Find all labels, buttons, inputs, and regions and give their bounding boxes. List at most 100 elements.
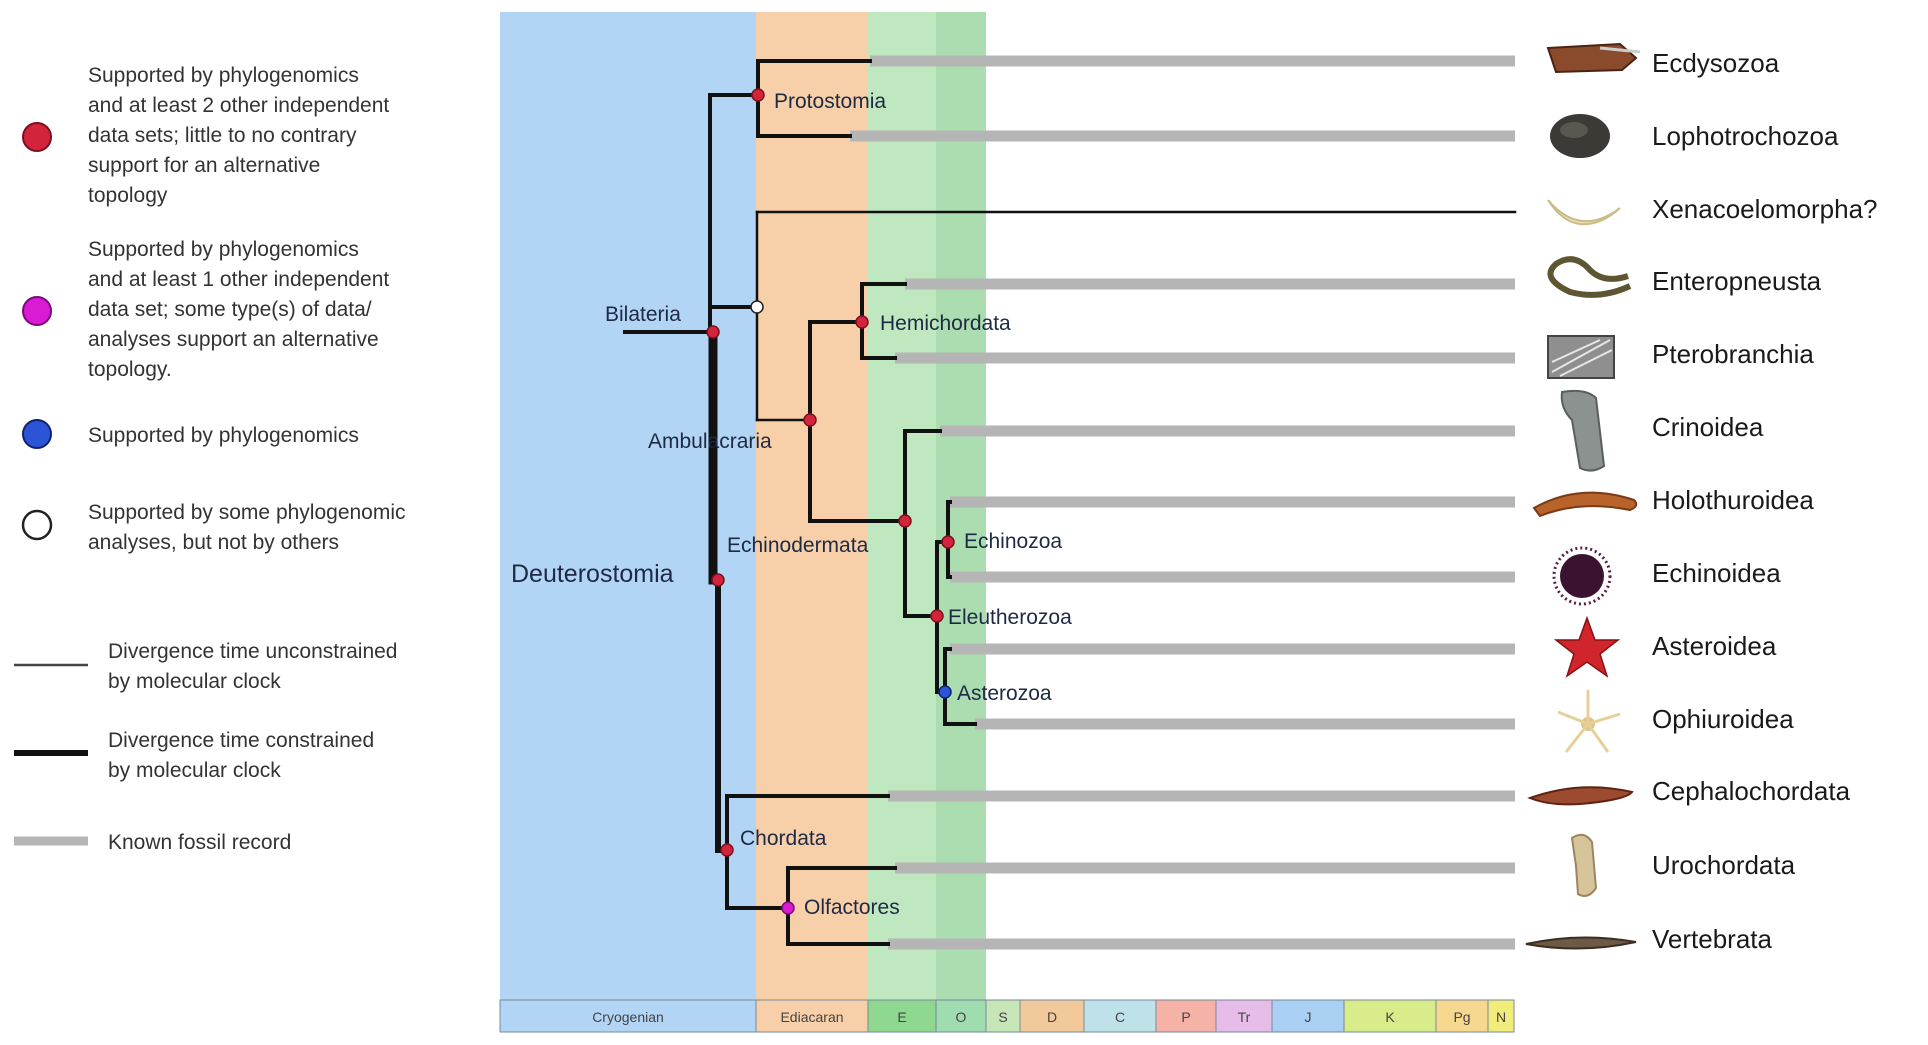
asteroidea-icon	[1553, 615, 1621, 678]
xenacoelomorpha-icon	[1547, 199, 1621, 226]
period-backgrounds	[500, 12, 986, 1002]
svg-text:E: E	[897, 1009, 906, 1025]
timescale-cell	[867, 999, 937, 1033]
taxon-icons	[1525, 42, 1641, 950]
svg-text:Cephalochordata: Cephalochordata	[1652, 776, 1851, 806]
timescale-label: Cryogenian	[592, 1009, 664, 1025]
timescale-cell	[1487, 999, 1515, 1033]
legend-text-line: Supported by some phylogenomic	[88, 501, 406, 524]
timescale-cell	[1215, 999, 1273, 1033]
svg-text:and at least 2 other independe: and at least 2 other independent	[88, 94, 389, 117]
svg-text:Bilateria: Bilateria	[605, 303, 681, 326]
svg-text:Crinoidea: Crinoidea	[1652, 412, 1764, 442]
svg-text:Ediacaran: Ediacaran	[780, 1009, 843, 1025]
legend-item-thin-line: Divergence time unconstrained by molecul…	[14, 640, 398, 693]
clade-labels: Protostomia Bilateria Hemichordata Ambul…	[511, 90, 1072, 919]
timescale-label: N	[1496, 1009, 1506, 1025]
clade-label-echinozoa: Echinozoa	[964, 530, 1062, 553]
legend-text-line: Supported by phylogenomics	[88, 64, 359, 87]
svg-text:Ambulacraria: Ambulacraria	[648, 430, 772, 453]
svg-text:D: D	[1047, 1009, 1057, 1025]
svg-text:N: N	[1496, 1009, 1506, 1025]
tree-branches	[623, 59, 1517, 946]
legend-item-magenta: Supported by phylogenomics and at least …	[22, 238, 389, 381]
svg-text:Known fossil record: Known fossil record	[108, 831, 291, 854]
taxon-label: Asteroidea	[1652, 631, 1777, 661]
ophiuroidea-icon	[1557, 690, 1621, 753]
timescale-cell	[755, 999, 869, 1033]
svg-text:P: P	[1181, 1009, 1190, 1025]
magenta-node-icon	[22, 296, 52, 326]
blue-node-icon	[938, 685, 952, 699]
timescale-label: O	[956, 1009, 967, 1025]
svg-text:topology.: topology.	[88, 358, 172, 381]
legend-item-fossil-line: Known fossil record	[14, 831, 291, 854]
svg-text:Asterozoa: Asterozoa	[957, 682, 1052, 705]
legend-text-line: topology	[88, 184, 168, 207]
enteropneusta-icon	[1547, 256, 1632, 298]
svg-text:Divergence time unconstrained: Divergence time unconstrained	[108, 640, 398, 663]
svg-text:analyses, but not by others: analyses, but not by others	[88, 531, 339, 554]
timescale-label: Ediacaran	[780, 1009, 843, 1025]
white-node-icon	[750, 300, 764, 314]
svg-text:C: C	[1115, 1009, 1125, 1025]
legend-text-line: Divergence time unconstrained	[108, 640, 398, 663]
legend-text-line: by molecular clock	[108, 759, 281, 782]
taxon-label: Cephalochordata	[1652, 776, 1851, 806]
timescale-label: E	[897, 1009, 906, 1025]
svg-text:by molecular clock: by molecular clock	[108, 670, 281, 693]
taxon-label: Urochordata	[1652, 850, 1796, 880]
svg-text:Echinozoa: Echinozoa	[964, 530, 1062, 553]
legend-item-red: Supported by phylogenomics and at least …	[22, 64, 389, 207]
svg-text:Cryogenian: Cryogenian	[592, 1009, 664, 1025]
taxon-label: Echinoidea	[1652, 558, 1781, 588]
echinoidea-icon	[1552, 546, 1612, 606]
legend-text-line: data set; some type(s) of data/	[88, 298, 372, 321]
legend-text-line: and at least 2 other independent	[88, 94, 389, 117]
svg-text:Chordata: Chordata	[740, 827, 827, 850]
taxon-label: Pterobranchia	[1652, 339, 1814, 369]
timescale-cell	[499, 999, 757, 1033]
legend-text-line: analyses, but not by others	[88, 531, 339, 554]
pterobranchia-icon	[1547, 335, 1615, 379]
svg-text:Divergence time constrained: Divergence time constrained	[108, 729, 374, 752]
legend-text-line: Supported by phylogenomics	[88, 424, 359, 447]
red-node-icon	[751, 88, 765, 102]
svg-text:Enteropneusta: Enteropneusta	[1652, 266, 1822, 296]
taxon-label: Enteropneusta	[1652, 266, 1822, 296]
red-node-icon	[803, 413, 817, 427]
taxon-label: Crinoidea	[1652, 412, 1764, 442]
timescale-cell	[1155, 999, 1217, 1033]
fossil-bars	[850, 55, 1515, 950]
svg-text:Supported by phylogenomics: Supported by phylogenomics	[88, 424, 359, 447]
clade-label-eleutherozoa: Eleutherozoa	[948, 606, 1072, 629]
svg-text:support for an alternative: support for an alternative	[88, 154, 320, 177]
svg-text:data sets; little to no contr: data sets; little to no contrary	[88, 124, 357, 147]
timescale-cell	[985, 999, 1021, 1033]
vertebrata-icon	[1525, 936, 1637, 950]
clade-label-olfactores: Olfactores	[804, 896, 900, 919]
svg-text:Protostomia: Protostomia	[774, 90, 886, 113]
svg-text:Hemichordata: Hemichordata	[880, 312, 1011, 335]
clade-label-deuterostomia: Deuterostomia	[511, 560, 674, 588]
urochordata-icon	[1570, 833, 1598, 897]
svg-text:data set; some type(s) of data: data set; some type(s) of data/	[88, 298, 372, 321]
cephalochordata-icon	[1527, 786, 1634, 806]
svg-text:Tr: Tr	[1238, 1009, 1251, 1025]
clade-label-ambulacraria: Ambulacraria	[648, 430, 772, 453]
taxon-label: Vertebrata	[1652, 924, 1773, 954]
svg-text:Deuterostomia: Deuterostomia	[511, 560, 674, 588]
red-node-icon	[898, 514, 912, 528]
svg-text:Vertebrata: Vertebrata	[1652, 924, 1773, 954]
legend-text-line: Divergence time constrained	[108, 729, 374, 752]
timescale-cell	[1083, 999, 1157, 1033]
svg-text:topology: topology	[88, 184, 168, 207]
clade-label-echinodermata: Echinodermata	[727, 534, 869, 557]
legend-text-line: topology.	[88, 358, 172, 381]
red-node-icon	[22, 122, 52, 152]
taxon-label: Xenacoelomorpha?	[1652, 194, 1878, 224]
cryogenian-band	[500, 12, 756, 1002]
red-node-icon	[720, 843, 734, 857]
taxon-labels: Ecdysozoa Lophotrochozoa Xenacoelomorpha…	[1652, 48, 1878, 954]
white-node-icon	[21, 509, 53, 541]
